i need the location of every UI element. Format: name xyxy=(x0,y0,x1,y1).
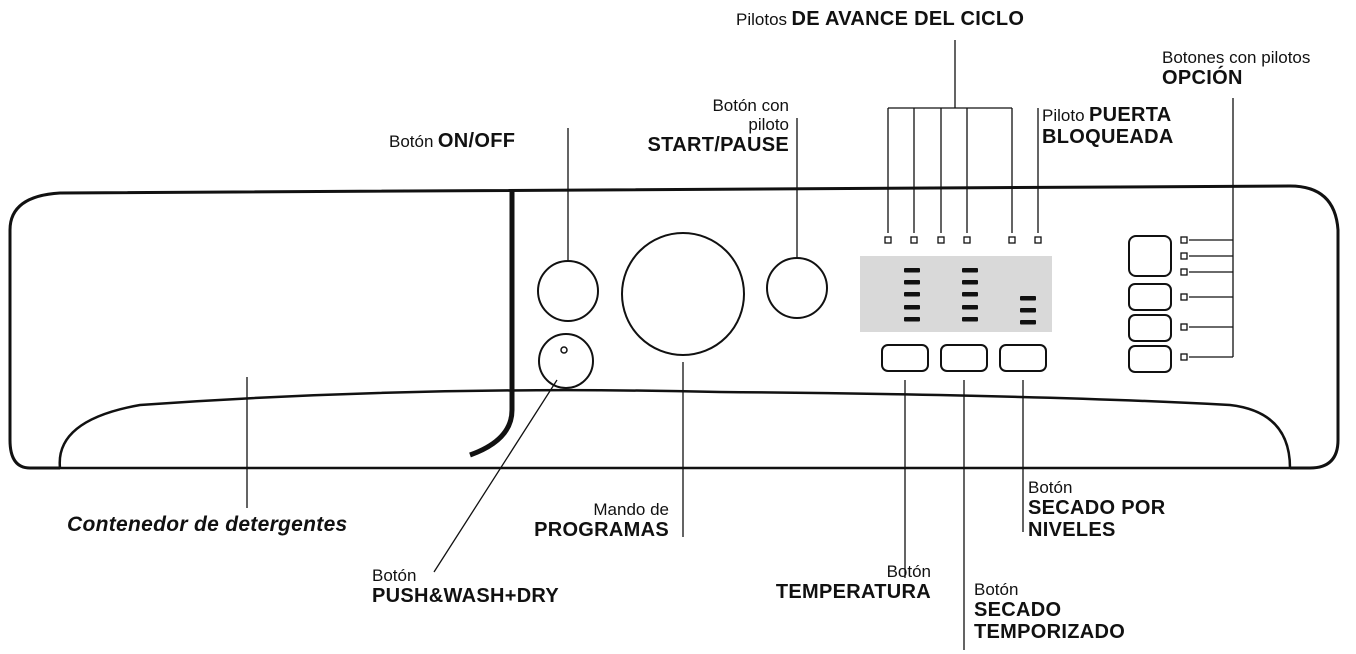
label-push-wash-dry: Botón PUSH&WASH+DRY xyxy=(372,566,560,608)
label-start-pause: Botón con piloto START/PAUSE xyxy=(647,96,789,157)
push-wash-dry-led xyxy=(560,346,568,354)
cycle-led xyxy=(963,236,971,244)
detergent-drawer-edge xyxy=(469,190,515,458)
timed-drying-button[interactable] xyxy=(940,344,988,372)
label-timed-drying: Botón SECADO TEMPORIZADO xyxy=(974,580,1126,644)
panel-lower-curve xyxy=(58,388,1292,470)
display-panel xyxy=(860,256,1052,332)
temperature-button[interactable] xyxy=(881,344,929,372)
on-off-button[interactable] xyxy=(537,260,599,322)
label-level-drying: Botón SECADO POR NIVELES xyxy=(1028,478,1166,542)
option-button[interactable] xyxy=(1128,283,1172,311)
option-leds xyxy=(1180,236,1188,361)
cycle-progress-leds xyxy=(884,236,1016,244)
cycle-led xyxy=(884,236,892,244)
cycle-led xyxy=(1008,236,1016,244)
cycle-led xyxy=(910,236,918,244)
option-button[interactable] xyxy=(1128,314,1172,342)
program-knob[interactable] xyxy=(621,232,745,356)
push-wash-dry-button[interactable] xyxy=(538,333,594,389)
cycle-led xyxy=(937,236,945,244)
start-pause-button[interactable] xyxy=(766,257,828,319)
label-temperature: Botón TEMPERATURA xyxy=(775,562,931,604)
label-cycle-progress-leds: Pilotos DE AVANCE DEL CICLO xyxy=(736,8,1025,30)
label-program-knob: Mando de PROGRAMAS xyxy=(534,500,669,542)
label-detergent-container: Contenedor de detergentes xyxy=(67,513,348,536)
panel-outline xyxy=(8,184,1340,470)
label-door-locked: Piloto PUERTA BLOQUEADA xyxy=(1042,104,1174,149)
option-button-large[interactable] xyxy=(1128,235,1172,277)
leader-lines xyxy=(246,40,1234,650)
label-on-off: Botón ON/OFF xyxy=(389,130,516,152)
label-option-buttons: Botones con pilotos OPCIÓN xyxy=(1162,48,1311,90)
display-segments xyxy=(904,268,1036,325)
option-button[interactable] xyxy=(1128,345,1172,373)
level-drying-button[interactable] xyxy=(999,344,1047,372)
door-locked-led xyxy=(1034,236,1042,244)
